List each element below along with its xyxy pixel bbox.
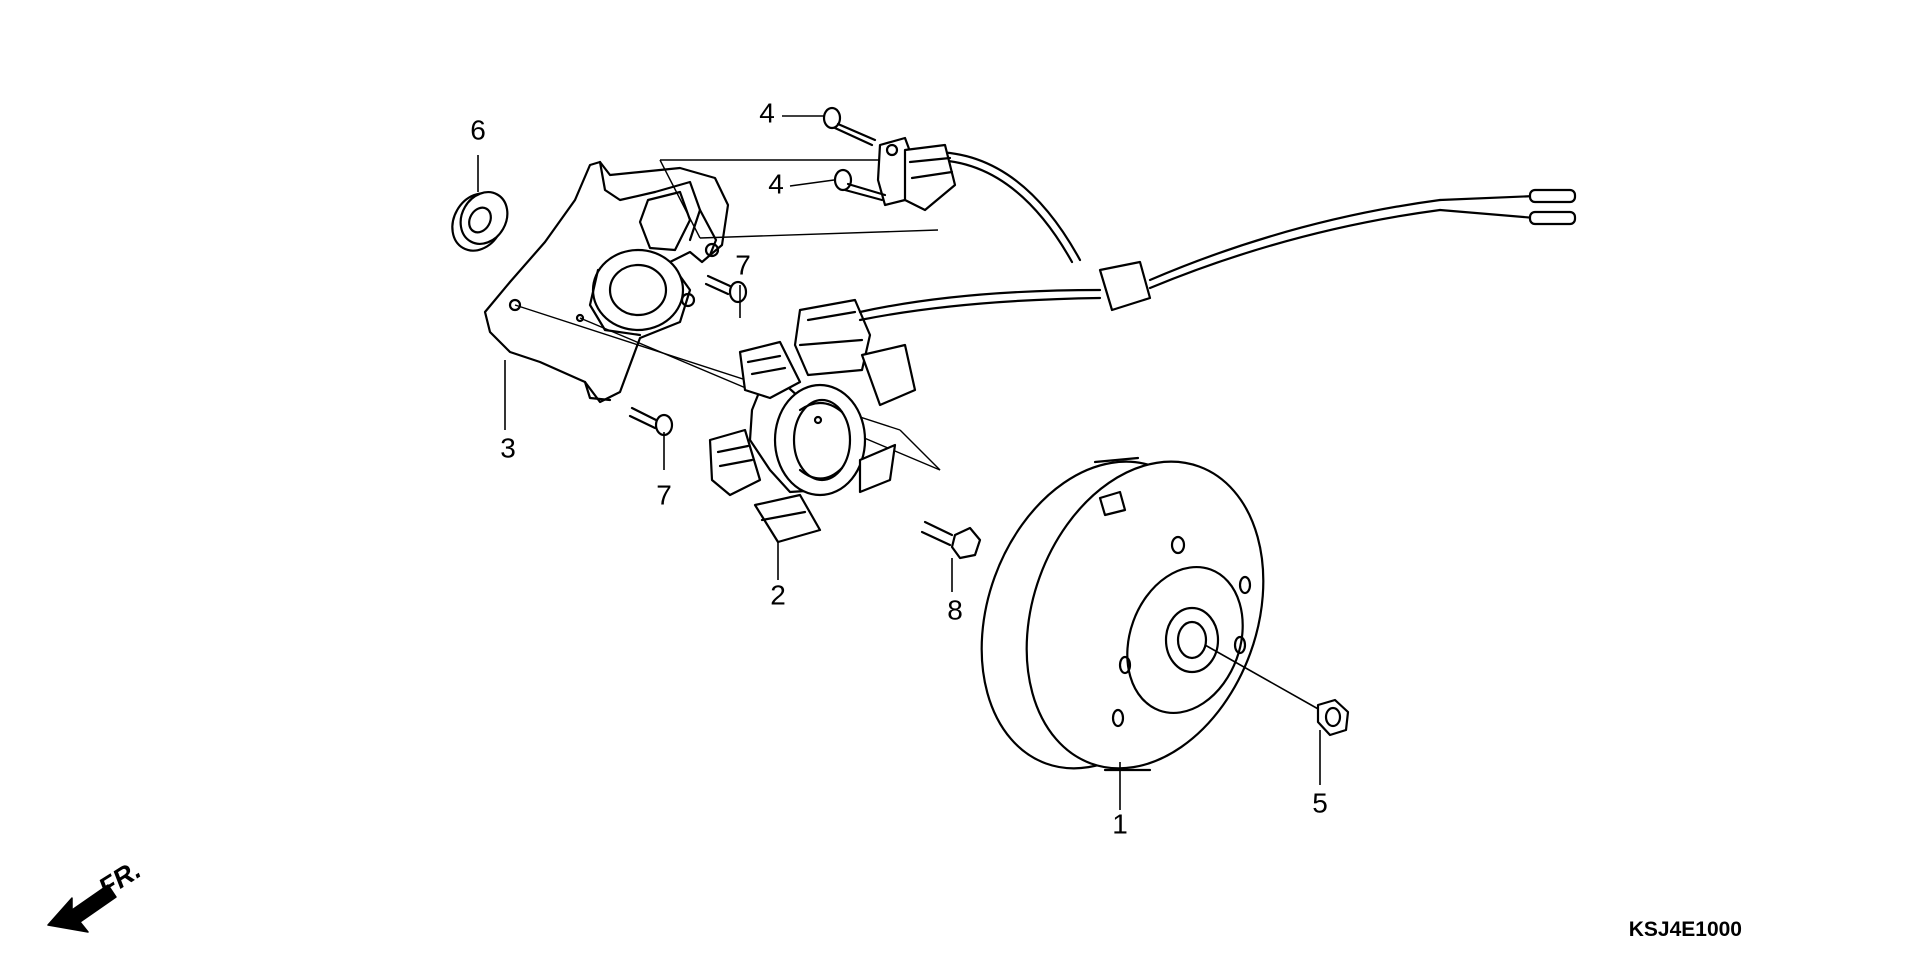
pulser-bracket [876, 136, 957, 212]
callout-1: 1 [1112, 808, 1128, 839]
callout-8: 8 [947, 594, 963, 625]
callout-4-lower: 4 [768, 168, 784, 199]
screw-part-7-upper [704, 274, 748, 304]
leader-lines [477, 115, 1321, 810]
wire-harness [858, 150, 1577, 322]
callout-5: 5 [1312, 787, 1328, 818]
callout-4-upper: 4 [759, 97, 775, 128]
bolt-part-4-lower [833, 168, 887, 202]
callout-6: 6 [470, 114, 486, 145]
bolt-part-8 [920, 520, 982, 560]
cover-plate-part-3 [483, 160, 730, 404]
oil-seal-part-6 [451, 191, 509, 252]
diagram-reference-code: KSJ4E1000 [1629, 918, 1742, 941]
stator-part-2 [708, 298, 917, 544]
callout-7-upper: 7 [735, 249, 751, 280]
screw-part-7-lower [628, 406, 674, 437]
front-arrow-icon [47, 884, 117, 933]
bolt-part-4-upper [822, 106, 877, 147]
flange-nut-part-5 [1204, 644, 1350, 737]
callout-2: 2 [770, 579, 786, 610]
front-direction-indicator: FR. [47, 855, 146, 933]
flywheel-part-1 [980, 456, 1265, 772]
callout-3: 3 [500, 432, 516, 463]
callout-7-lower: 7 [656, 479, 672, 510]
